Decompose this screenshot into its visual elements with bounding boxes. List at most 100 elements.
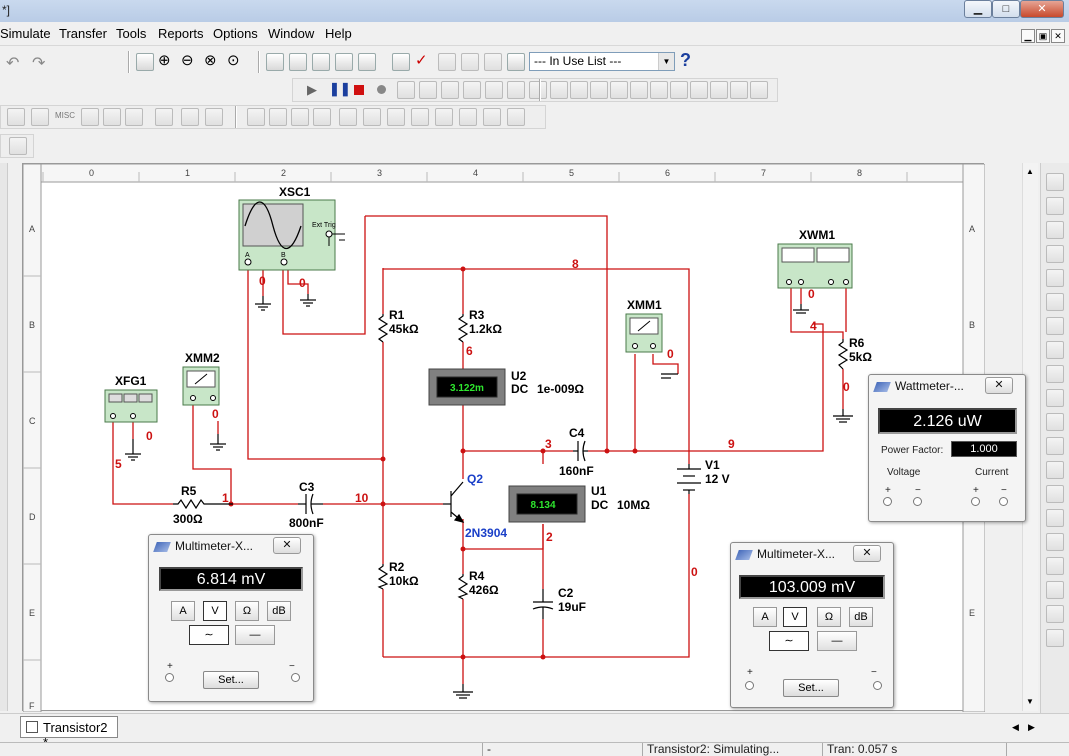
help-icon[interactable]: ? — [680, 50, 691, 70]
component-analog-icon[interactable] — [125, 108, 143, 126]
instrument-6-icon[interactable] — [363, 108, 381, 126]
instrument-4ch-scope-icon[interactable] — [1046, 269, 1064, 287]
instrument-agilent-mm-icon[interactable] — [1046, 533, 1064, 551]
remove-breakpoints-icon[interactable] — [529, 81, 547, 99]
instrument-7-icon[interactable] — [387, 108, 405, 126]
menu-options[interactable]: Options — [213, 26, 258, 41]
zoom-fit-icon[interactable]: ⊙ — [227, 52, 240, 69]
schematic-svg[interactable]: 0 1 2 3 4 5 6 7 8 A B C D E F A B C D E — [23, 164, 985, 712]
pause-icon[interactable]: ❚❚ — [329, 81, 351, 96]
wattmeter-header[interactable]: Wattmeter-... ✕ — [869, 375, 1025, 399]
probe-tool-10-icon[interactable] — [730, 81, 748, 99]
maximize-button[interactable]: □ — [992, 0, 1020, 18]
instrument-bode-plotter-icon[interactable] — [1046, 293, 1064, 311]
postprocessor-icon[interactable] — [392, 53, 410, 71]
close-button[interactable]: ✕ — [1020, 0, 1064, 18]
multimeter-2-ohmmeter-button[interactable]: Ω — [817, 607, 841, 627]
zoom-in-icon[interactable]: ⊕ — [158, 52, 171, 69]
probe-tool-8-icon[interactable] — [690, 81, 708, 99]
run-icon[interactable]: ▶ — [307, 82, 317, 97]
multimeter-2-db-button[interactable]: dB — [849, 607, 873, 627]
multimeter-1-voltmeter-button[interactable]: V — [203, 601, 227, 621]
instrument-network-analyzer-icon[interactable] — [1046, 485, 1064, 503]
component-source-icon[interactable] — [7, 108, 25, 126]
instrument-function-generator-icon[interactable] — [1046, 197, 1064, 215]
instrument-labview-icon[interactable] — [1046, 605, 1064, 623]
xmm2-multimeter-symbol[interactable] — [182, 366, 220, 406]
instrument-logic-converter-icon[interactable] — [1046, 389, 1064, 407]
component-mcu-icon[interactable] — [205, 108, 223, 126]
multimeter-2-voltmeter-button[interactable]: V — [783, 607, 807, 627]
multimeter-1-ammeter-button[interactable]: A — [171, 601, 195, 621]
probe-tool-1-icon[interactable] — [550, 81, 568, 99]
grapher-icon[interactable] — [358, 53, 376, 71]
current-plus-terminal[interactable] — [971, 497, 980, 506]
tab-scroll-right-icon[interactable]: ▶ — [1028, 722, 1035, 732]
hand-icon[interactable] — [507, 81, 525, 99]
database-manager-icon[interactable] — [312, 53, 330, 71]
probe-tool-2-icon[interactable] — [570, 81, 588, 99]
instrument-spectrum-analyzer-icon[interactable] — [1046, 461, 1064, 479]
mdi-close-button[interactable]: ✕ — [1051, 29, 1065, 43]
instrument-frequency-counter-icon[interactable] — [1046, 317, 1064, 335]
misc-icon[interactable]: MISC — [55, 111, 75, 120]
spreadsheet-view-icon[interactable] — [289, 53, 307, 71]
instrument-2-icon[interactable] — [269, 108, 287, 126]
backannotate-icon[interactable] — [461, 53, 479, 71]
create-component-icon[interactable] — [335, 53, 353, 71]
xwm1-wattmeter-symbol[interactable] — [777, 243, 853, 289]
instrument-1-icon[interactable] — [247, 108, 265, 126]
menu-tools[interactable]: Tools — [116, 26, 147, 41]
mdi-restore-button[interactable]: ▣ — [1036, 29, 1050, 43]
multimeter-1-ac-button[interactable]: ∼ — [189, 625, 229, 645]
instrument-4-icon[interactable] — [313, 108, 331, 126]
instrument-agilent-scope-icon[interactable] — [1046, 557, 1064, 575]
instrument-tektronix-icon[interactable] — [1046, 581, 1064, 599]
instrument-iv-analyzer-icon[interactable] — [1046, 413, 1064, 431]
step-out-icon[interactable] — [463, 81, 481, 99]
multimeter-2-minus-terminal[interactable] — [873, 681, 882, 690]
multimeter-panel-2[interactable]: Multimeter-X... ✕ 103.009 mV A V Ω dB ∼ … — [730, 542, 894, 708]
multimeter-2-ac-button[interactable]: ∼ — [769, 631, 809, 651]
probe-tool-5-icon[interactable] — [630, 81, 648, 99]
instrument-multimeter-icon[interactable] — [1046, 173, 1064, 191]
multimeter-1-header[interactable]: Multimeter-X... ✕ — [149, 535, 313, 559]
probe-tool-6-icon[interactable] — [650, 81, 668, 99]
zoom-out-icon[interactable]: ⊖ — [181, 52, 194, 69]
multimeter-1-close-button[interactable]: ✕ — [273, 537, 301, 554]
undo-icon[interactable]: ↶ — [6, 55, 20, 72]
component-ttl-icon[interactable] — [155, 108, 173, 126]
voltage-minus-terminal[interactable] — [913, 497, 922, 506]
menu-help[interactable]: Help — [325, 26, 352, 41]
multimeter-1-dc-button[interactable]: — — [235, 625, 275, 645]
instrument-12-icon[interactable] — [507, 108, 525, 126]
stop-icon[interactable] — [354, 85, 364, 95]
voltage-plus-terminal[interactable] — [883, 497, 892, 506]
multimeter-2-ammeter-button[interactable]: A — [753, 607, 777, 627]
full-screen-icon[interactable] — [136, 53, 154, 71]
in-use-list-icon[interactable] — [507, 53, 525, 71]
zoom-area-icon[interactable]: ⊗ — [204, 52, 217, 69]
scroll-down-icon[interactable]: ▼ — [1026, 697, 1034, 706]
step-into-icon[interactable] — [441, 81, 459, 99]
multimeter-1-ohmmeter-button[interactable]: Ω — [235, 601, 259, 621]
wattmeter-panel[interactable]: Wattmeter-... ✕ 2.126 uW Power Factor: 1… — [868, 374, 1026, 522]
multimeter-2-close-button[interactable]: ✕ — [853, 545, 881, 562]
component-cmos-icon[interactable] — [181, 108, 199, 126]
ultiboard-icon[interactable] — [438, 53, 456, 71]
chevron-down-icon[interactable]: ▼ — [658, 53, 674, 70]
forward-annotate-icon[interactable] — [484, 53, 502, 71]
component-transistor-icon[interactable] — [103, 108, 121, 126]
menu-reports[interactable]: Reports — [158, 26, 204, 41]
place-bus-icon[interactable] — [9, 137, 27, 155]
instrument-9-icon[interactable] — [435, 108, 453, 126]
probe-tool-7-icon[interactable] — [670, 81, 688, 99]
scroll-up-icon[interactable]: ▲ — [1026, 167, 1034, 176]
instrument-distortion-analyzer-icon[interactable] — [1046, 437, 1064, 455]
current-minus-terminal[interactable] — [999, 497, 1008, 506]
probe-tool-11-icon[interactable] — [750, 81, 768, 99]
step-icon[interactable] — [397, 81, 415, 99]
probe-tool-3-icon[interactable] — [590, 81, 608, 99]
toggle-breakpoint-icon[interactable] — [485, 81, 503, 99]
component-basic-icon[interactable] — [31, 108, 49, 126]
